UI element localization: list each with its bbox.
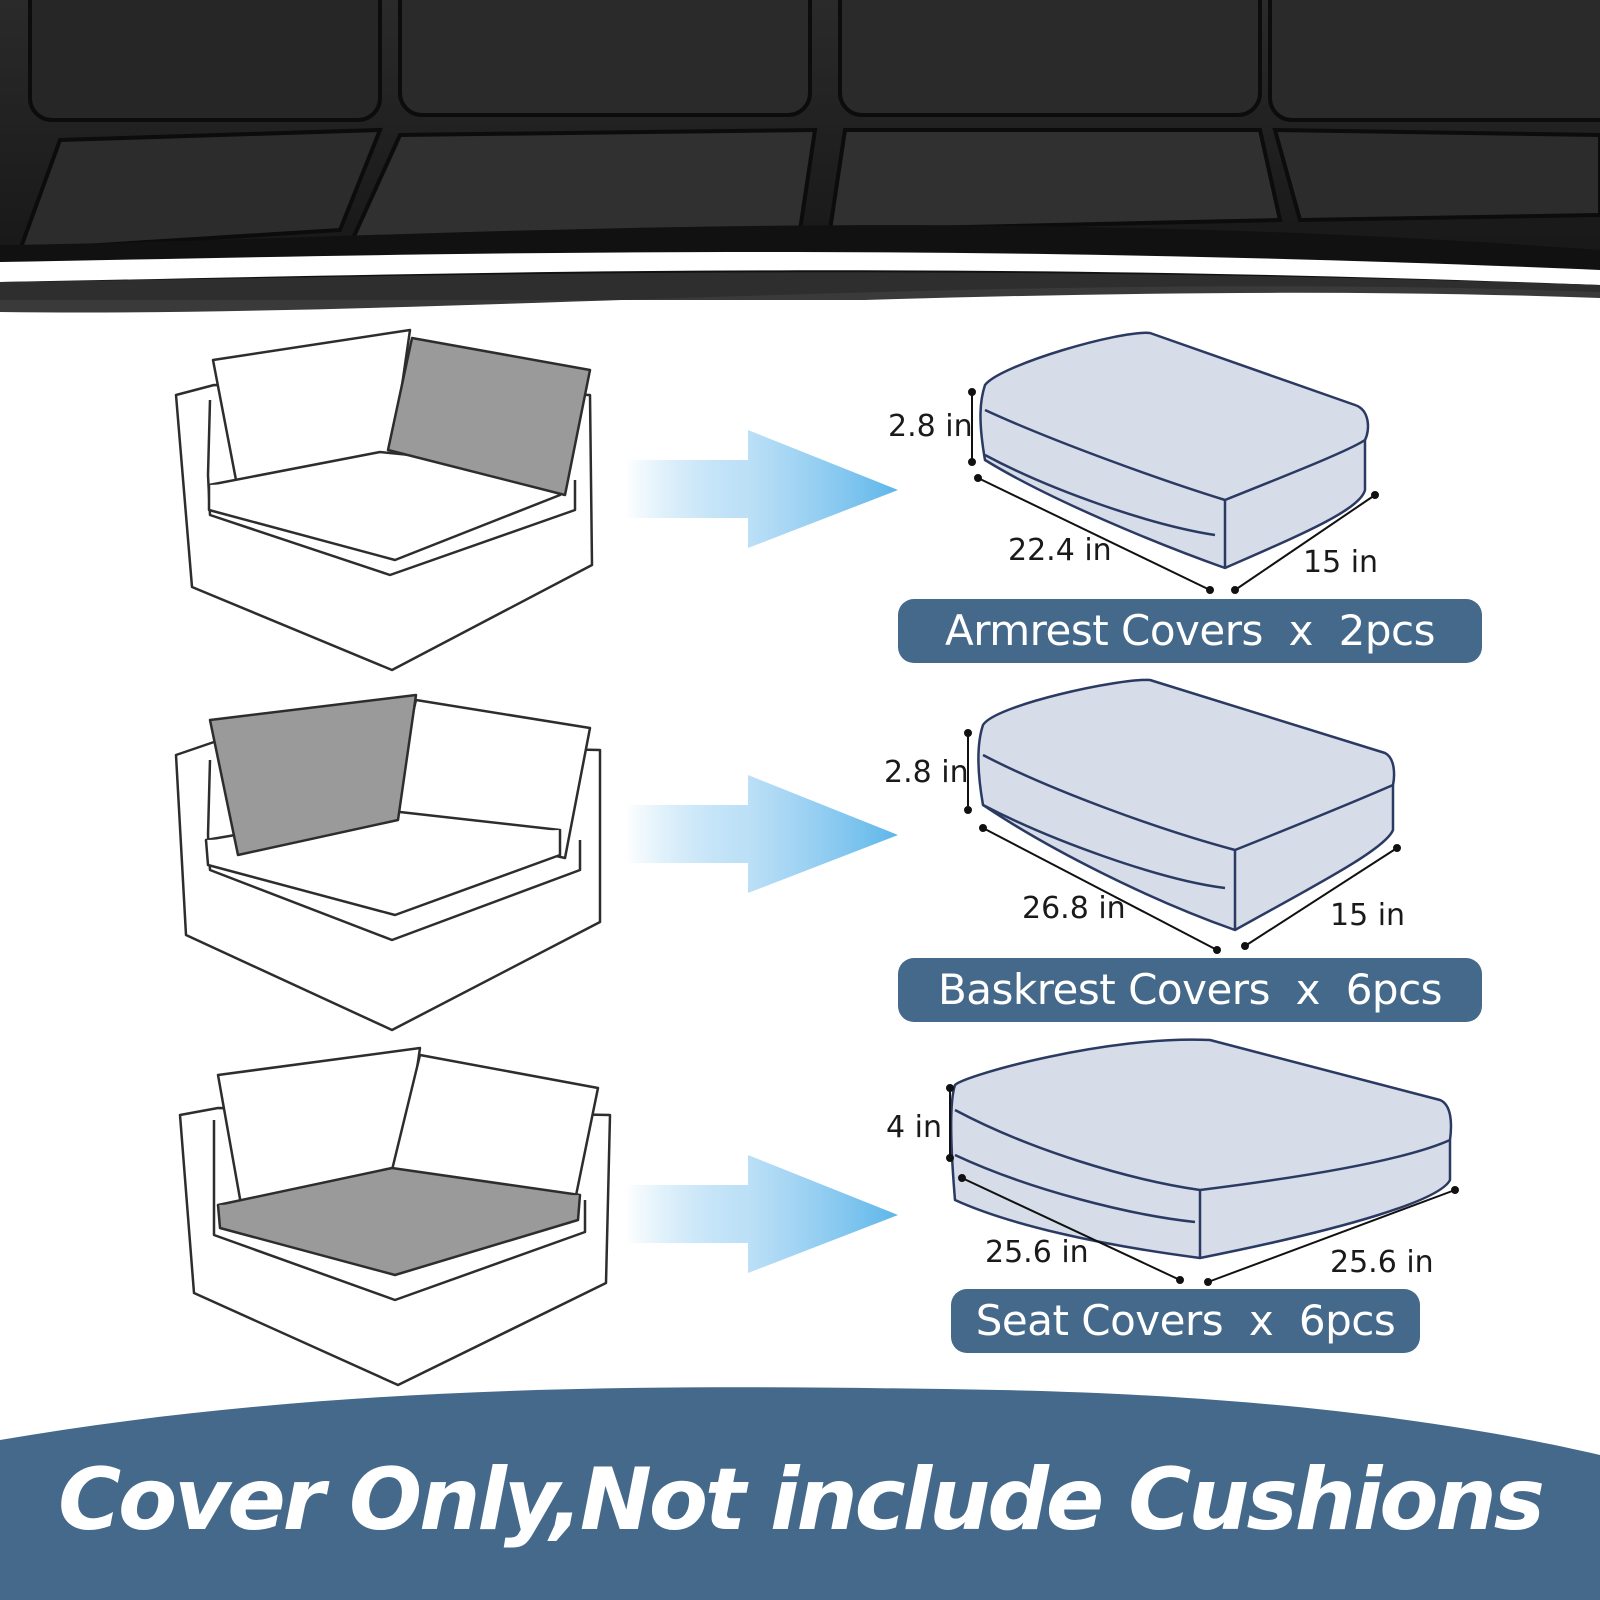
cushion-backrest-illustration [977,678,1396,932]
seat-covers-label: Seat Covers x 6pcs [951,1289,1420,1353]
armrest-length-label: 22.4 in [1008,533,1112,568]
cover-only-notice: Cover Only,Not include Cushions [58,1450,1545,1550]
dimension-lines-backrest [964,729,1401,954]
arrow-right-icon [625,430,898,548]
armrest-depth-label: 15 in [1303,545,1378,580]
seat-depth-label: 25.6 in [1330,1245,1434,1280]
dimension-lines-armrest [968,388,1379,594]
arrow-right-icon [625,775,898,893]
backrest-length-label: 26.8 in [1022,891,1126,926]
backrest-height-label: 2.8 in [884,755,969,790]
arrow-right-icon [625,1155,898,1273]
cushion-seat-illustration [950,1038,1453,1260]
backrest-covers-label: Baskrest Covers x 6pcs [898,958,1482,1022]
footer-banner [0,1387,1600,1600]
armrest-covers-label: Armrest Covers x 2pcs [898,599,1482,663]
armrest-height-label: 2.8 in [888,409,973,444]
chair-illustration-seat [178,1046,612,1387]
seat-length-label: 25.6 in [985,1235,1089,1270]
backrest-depth-label: 15 in [1330,898,1405,933]
dimension-lines-seat [946,1084,1459,1286]
seat-height-label: 4 in [886,1110,942,1145]
chair-illustration-backrest [174,693,602,1032]
sofa-photo-banner [0,0,1600,330]
chair-illustration-armrest [174,328,594,672]
cushion-armrest-illustration [979,331,1370,570]
